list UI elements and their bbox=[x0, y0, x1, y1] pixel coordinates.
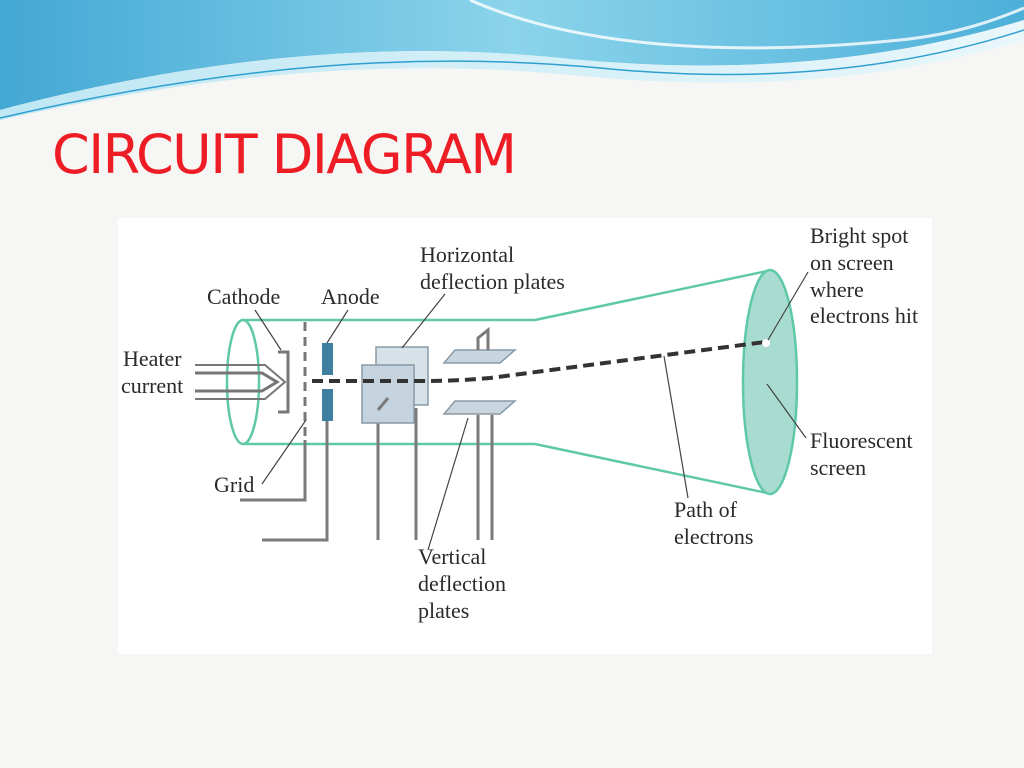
label-fluorescent-line1: Fluorescent bbox=[810, 428, 913, 453]
label-heater-line2: current bbox=[121, 373, 183, 398]
label-bright-spot-line2: on screen bbox=[810, 250, 894, 275]
anode-bottom bbox=[322, 389, 333, 421]
label-horizontal-plates-line2: deflection plates bbox=[420, 269, 565, 294]
label-grid: Grid bbox=[214, 472, 254, 497]
label-path-line2: electrons bbox=[674, 524, 753, 549]
cathode bbox=[278, 350, 290, 414]
label-bright-spot-line3: where bbox=[810, 277, 864, 302]
heater-filament bbox=[195, 364, 287, 400]
label-vertical-line1: Vertical bbox=[418, 544, 486, 569]
label-heater-line1: Heater bbox=[123, 346, 182, 371]
vertical-plate-lead bbox=[476, 326, 490, 350]
label-cathode: Cathode bbox=[207, 284, 280, 309]
label-bright-spot-line1: Bright spot bbox=[810, 223, 908, 248]
leader-lines bbox=[254, 271, 809, 551]
fluorescent-screen bbox=[741, 268, 799, 496]
bright-spot bbox=[762, 339, 770, 347]
plate-connector bbox=[376, 397, 390, 411]
label-fluorescent-line2: screen bbox=[810, 455, 866, 480]
horizontal-deflection-plates bbox=[361, 346, 429, 424]
label-anode: Anode bbox=[321, 284, 380, 309]
label-bright-spot-line4: electrons hit bbox=[810, 303, 918, 328]
label-path-line1: Path of bbox=[674, 497, 738, 522]
header-wave-decoration bbox=[0, 0, 1024, 120]
label-horizontal-plates-line1: Horizontal bbox=[420, 242, 514, 267]
label-vertical-line2: deflection bbox=[418, 571, 506, 596]
tube-outline bbox=[225, 268, 773, 496]
vertical-deflection-plates bbox=[442, 349, 518, 415]
slide-title: CIRCUIT DIAGRAM bbox=[52, 123, 517, 186]
label-vertical-line3: plates bbox=[418, 598, 469, 623]
anode-top bbox=[322, 343, 333, 375]
lead-wires bbox=[240, 408, 494, 542]
electron-path bbox=[312, 340, 766, 383]
